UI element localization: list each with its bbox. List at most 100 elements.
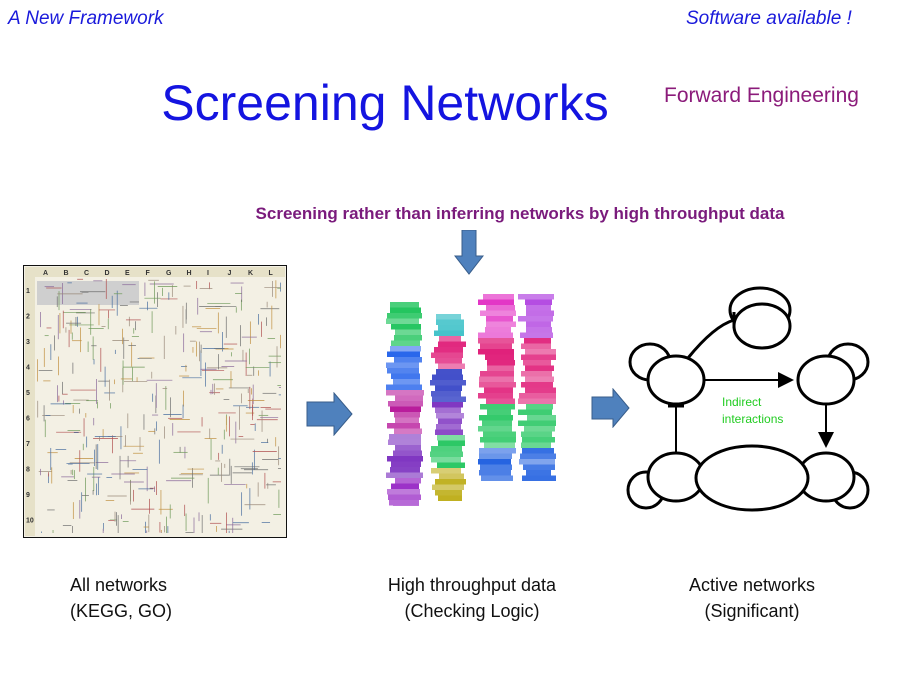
grid-column-label: H [187, 270, 192, 277]
header-right: Software available ! [686, 8, 852, 29]
grid-row-label: 1 [26, 288, 30, 295]
heatmap-cell [479, 415, 513, 421]
heatmap-cell [525, 365, 554, 371]
heatmap-cell [480, 404, 515, 410]
network-label-line1: Indirect [722, 395, 762, 409]
heatmap-cell [395, 478, 421, 484]
heatmap-cell [479, 382, 516, 388]
heatmap-cell [521, 354, 556, 360]
heatmap-cell [439, 336, 461, 342]
heatmap-cell [523, 360, 551, 366]
heatmap-cell [525, 299, 552, 305]
slide-subtitle: Screening rather than inferring networks… [255, 204, 785, 223]
heatmap-cell [480, 464, 512, 470]
heatmap-cell [391, 340, 420, 346]
heatmap-cell [526, 321, 551, 327]
heatmap-cell [434, 347, 463, 353]
header-left: A New Framework [8, 8, 164, 29]
heatmap-cell [479, 448, 516, 454]
right-arrow-icon [591, 388, 630, 428]
heatmap-cell [478, 299, 514, 305]
heatmap-cell [478, 426, 512, 432]
heatmap-cell [522, 475, 556, 481]
heatmap-cell [518, 316, 553, 322]
grid-row-label: 7 [26, 441, 30, 448]
heatmap-cell [431, 446, 462, 452]
caption-line: (Checking Logic) [404, 601, 540, 621]
heatmap-cell [485, 354, 514, 360]
heatmap-cell [486, 316, 513, 322]
grid-column-label: C [84, 270, 89, 277]
heatmap-cell [387, 423, 420, 429]
grid-column-label: L [269, 270, 274, 277]
heatmap-cell [391, 373, 420, 379]
heatmap-cell [437, 435, 465, 441]
heatmap-cell [391, 461, 421, 467]
grid-column-label: G [166, 270, 172, 277]
grid-row-label: 2 [26, 314, 30, 321]
heatmap-cell [481, 475, 513, 481]
heatmap-cell [386, 384, 422, 390]
heatmap-cell [435, 490, 462, 496]
grid-row-label: 10 [26, 518, 34, 525]
heatmap-cell [389, 500, 419, 506]
grid-column-label: K [248, 270, 253, 277]
heatmap-cell [390, 307, 421, 313]
heatmap-cell [520, 332, 553, 338]
heatmap-cell [478, 349, 514, 355]
network-node-large [694, 444, 810, 512]
grid-column-label: D [105, 270, 110, 277]
heatmap-cell [438, 325, 464, 331]
heatmap-cell [439, 473, 464, 479]
heatmap-cell [525, 387, 556, 393]
heatmap-cell [431, 468, 461, 474]
heatmap-cell [432, 402, 463, 408]
heatmap-cell [432, 396, 466, 402]
heatmap-cell [518, 398, 556, 404]
expression-heatmap [386, 294, 556, 506]
caption-line: (Significant) [704, 601, 800, 621]
heatmap-cell [394, 335, 422, 341]
caption-all-networks: All networks (KEGG, GO) [70, 572, 172, 624]
heatmap-cell [479, 470, 511, 476]
heatmap-cell [438, 363, 465, 369]
heatmap-cell [438, 341, 466, 347]
heatmap-cell [519, 393, 556, 399]
heatmap-cell [519, 459, 555, 465]
heatmap-cell [518, 294, 554, 300]
network-edge [686, 318, 735, 359]
heatmap-cell [436, 424, 461, 430]
heatmap-cell [484, 387, 513, 393]
heatmap-cell [390, 346, 421, 352]
heatmap-cell [524, 426, 555, 432]
heatmap-cell [521, 371, 552, 377]
caption-high-throughput: High throughput data (Checking Logic) [372, 572, 572, 624]
down-arrow-icon [454, 230, 484, 275]
heatmap-cell [436, 319, 464, 325]
grid-row-label: 3 [26, 339, 30, 346]
heatmap-cell [386, 472, 423, 478]
heatmap-cell [393, 450, 422, 456]
heatmap-cell [387, 313, 422, 319]
heatmap-cell [395, 445, 421, 451]
heatmap-cell [483, 431, 516, 437]
heatmap-cell [388, 494, 421, 500]
grid-row-label: 5 [26, 390, 30, 397]
heatmap-cell [387, 351, 420, 357]
heatmap-cell [521, 343, 551, 349]
heatmap-cell [526, 327, 552, 333]
heatmap-cell [435, 429, 463, 435]
heatmap-cell [438, 495, 462, 501]
network-node [796, 354, 856, 406]
heatmap-cell [522, 437, 555, 443]
heatmap-cell [521, 382, 553, 388]
grid-row-label: 9 [26, 492, 30, 499]
caption-line: (KEGG, GO) [70, 601, 173, 621]
network-node [646, 354, 706, 406]
heatmap-cell [484, 442, 515, 448]
heatmap-cell [478, 459, 511, 465]
heatmap-cell [434, 330, 464, 336]
heatmap-cell [435, 407, 461, 413]
heatmap-cell [388, 439, 421, 445]
